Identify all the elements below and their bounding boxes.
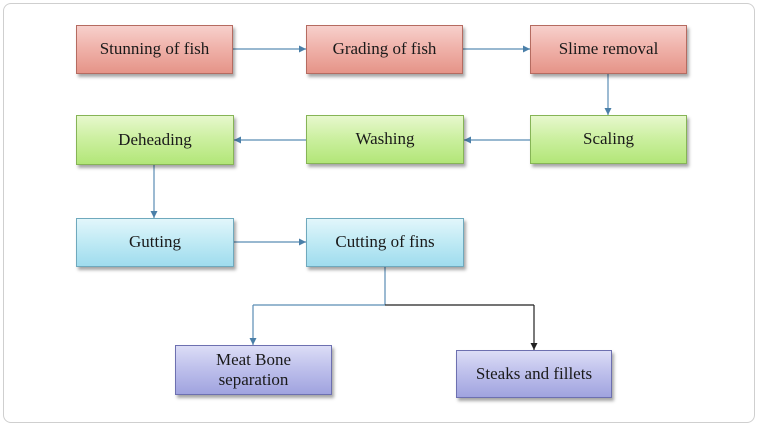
- node-label: Grading of fish: [332, 39, 437, 59]
- node-label: Slime removal: [558, 39, 659, 59]
- node-label: Deheading: [118, 129, 192, 149]
- connector-layer: [150, 45, 612, 350]
- node-label: Washing: [355, 129, 415, 149]
- node-grading-of-fish: Grading of fish: [306, 25, 463, 74]
- flowchart: Stunning of fish Grading of fish Slime r…: [76, 25, 687, 398]
- node-label-line1: Meat Bone: [215, 349, 292, 369]
- node-slime-removal: Slime removal: [530, 25, 687, 74]
- node-scaling: Scaling: [530, 115, 687, 164]
- node-label: Gutting: [129, 232, 181, 252]
- node-label: Stunning of fish: [99, 39, 210, 59]
- node-label: Cutting of fins: [335, 232, 435, 252]
- node-label-line2: separation: [218, 370, 289, 389]
- node-cutting-of-fins: Cutting of fins: [306, 218, 464, 267]
- node-label: Scaling: [583, 129, 634, 149]
- node-meat-bone-separation: Meat Bone separation: [175, 345, 332, 395]
- node-label: Steaks and fillets: [475, 363, 593, 383]
- node-stunning-of-fish: Stunning of fish: [76, 25, 233, 74]
- node-washing: Washing: [306, 115, 464, 164]
- node-steaks-and-fillets: Steaks and fillets: [456, 350, 612, 398]
- node-deheading: Deheading: [76, 115, 234, 165]
- node-gutting: Gutting: [76, 218, 234, 267]
